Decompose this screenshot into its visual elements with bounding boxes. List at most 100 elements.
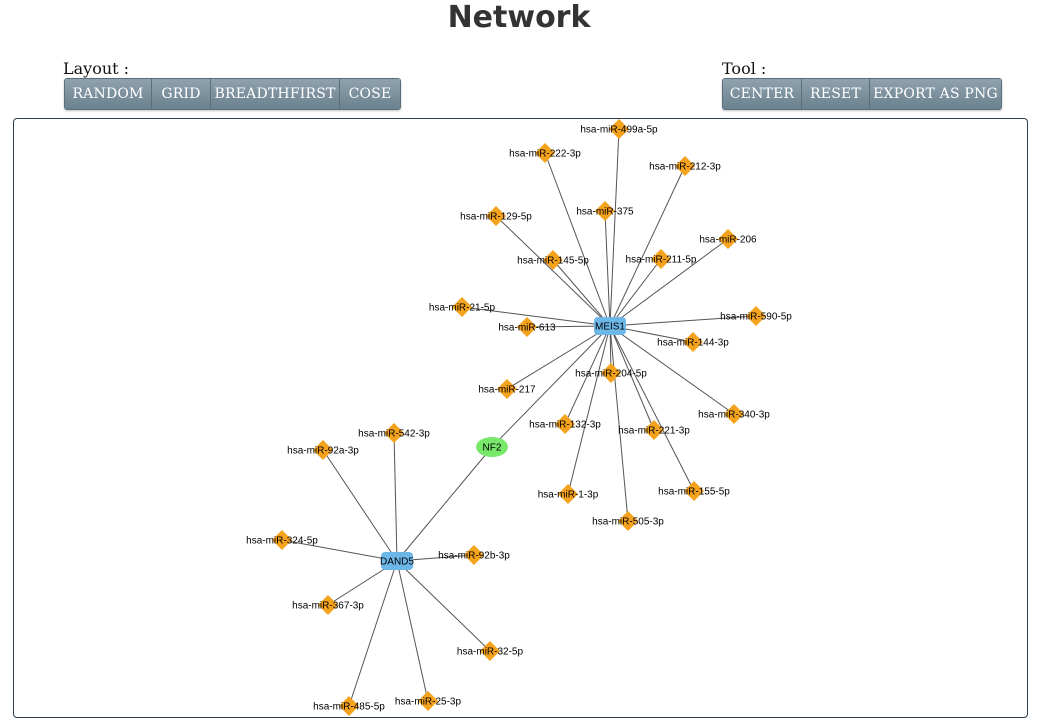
node-m212[interactable]: hsa-miR-212-3p	[649, 156, 721, 176]
node-m367[interactable]: hsa-miR-367-3p	[292, 595, 364, 615]
edge-MEIS1-m155	[609, 325, 695, 492]
mirna-diamond-icon[interactable]	[595, 201, 615, 221]
mirna-diamond-icon[interactable]	[609, 119, 629, 139]
node-m613[interactable]: hsa-miR-613	[498, 317, 556, 337]
node-m25[interactable]: hsa-miR-25-3p	[395, 691, 462, 711]
mirna-diamond-icon[interactable]	[464, 545, 484, 565]
mirna-diamond-icon[interactable]	[318, 595, 338, 615]
edge-MEIS1-m1	[567, 325, 611, 495]
mirna-diamond-icon[interactable]	[683, 332, 703, 352]
mirna-diamond-icon[interactable]	[651, 249, 671, 269]
node-m132[interactable]: hsa-miR-132-3p	[529, 414, 601, 434]
edge-MEIS1-m21	[461, 306, 611, 327]
node-m221[interactable]: hsa-miR-221-3p	[618, 420, 690, 440]
mirna-diamond-icon[interactable]	[601, 363, 621, 383]
export-png-button[interactable]: EXPORT AS PNG	[870, 78, 1002, 110]
node-label: hsa-miR-367-3p	[292, 601, 364, 612]
mirna-diamond-icon[interactable]	[543, 250, 563, 270]
center-button[interactable]: CENTER	[722, 78, 802, 110]
mirna-diamond-icon[interactable]	[517, 317, 537, 337]
node-m204[interactable]: hsa-miR-204-5p	[575, 363, 647, 383]
node-m32[interactable]: hsa-miR-32-5p	[457, 641, 524, 661]
edge-MEIS1-NF2	[491, 325, 611, 448]
node-m155[interactable]: hsa-miR-155-5p	[658, 481, 730, 501]
node-m1[interactable]: hsa-miR-1-3p	[538, 484, 599, 504]
tool-button-group: CENTER RESET EXPORT AS PNG	[722, 78, 1002, 110]
node-label: hsa-miR-542-3p	[358, 429, 430, 440]
node-label: hsa-miR-340-3p	[698, 410, 770, 421]
edge-MEIS1-m221	[609, 325, 655, 431]
node-m590[interactable]: hsa-miR-590-5p	[720, 306, 792, 326]
node-label: hsa-miR-92a-3p	[287, 446, 359, 457]
mirna-diamond-icon[interactable]	[746, 306, 766, 326]
mirna-diamond-icon[interactable]	[644, 420, 664, 440]
node-m324[interactable]: hsa-miR-324-5p	[246, 530, 318, 550]
node-m206[interactable]: hsa-miR-206	[699, 229, 757, 249]
edge-DAND5-m542	[393, 432, 398, 562]
mirna-diamond-icon[interactable]	[718, 229, 738, 249]
mirna-diamond-icon[interactable]	[272, 530, 292, 550]
mirna-diamond-icon[interactable]	[535, 143, 555, 163]
node-label: hsa-miR-144-3p	[657, 338, 729, 349]
mirna-diamond-icon[interactable]	[724, 404, 744, 424]
node-m92b[interactable]: hsa-miR-92b-3p	[438, 545, 510, 565]
reset-button[interactable]: RESET	[802, 78, 870, 110]
mirna-diamond-icon[interactable]	[384, 423, 404, 443]
node-dand5[interactable]: DAND5	[380, 552, 414, 570]
edge-MEIS1-m211	[609, 258, 662, 327]
mirna-diamond-icon[interactable]	[684, 481, 704, 501]
node-m340[interactable]: hsa-miR-340-3p	[698, 404, 770, 424]
mirna-diamond-icon[interactable]	[339, 696, 359, 716]
grid-layout-button[interactable]: GRID	[152, 78, 211, 110]
mirna-diamond-icon[interactable]	[486, 206, 506, 226]
node-label: hsa-miR-129-5p	[460, 212, 532, 223]
node-m222[interactable]: hsa-miR-222-3p	[509, 143, 581, 163]
node-label: hsa-miR-32-5p	[457, 647, 524, 658]
node-label: hsa-miR-92b-3p	[438, 551, 510, 562]
node-m144[interactable]: hsa-miR-144-3p	[657, 332, 729, 352]
mirna-diamond-icon[interactable]	[555, 414, 575, 434]
edge-MEIS1-m375	[604, 210, 611, 327]
edge-NF2-DAND5	[396, 446, 493, 562]
node-nf2[interactable]: NF2	[476, 437, 508, 457]
edge-MEIS1-m217	[506, 325, 611, 390]
node-m375[interactable]: hsa-miR-375	[576, 201, 634, 221]
node-m145[interactable]: hsa-miR-145-5p	[517, 250, 589, 270]
node-m129[interactable]: hsa-miR-129-5p	[460, 206, 532, 226]
node-label: hsa-miR-324-5p	[246, 536, 318, 547]
edge-MEIS1-m505	[609, 325, 629, 522]
random-layout-button[interactable]: RANDOM	[64, 78, 152, 110]
gene-rect-icon[interactable]	[381, 552, 413, 570]
mirna-diamond-icon[interactable]	[480, 641, 500, 661]
node-m211[interactable]: hsa-miR-211-5p	[626, 249, 697, 269]
mirna-diamond-icon[interactable]	[558, 484, 578, 504]
node-label: hsa-miR-505-3p	[592, 517, 664, 528]
node-m542[interactable]: hsa-miR-542-3p	[358, 423, 430, 443]
node-meis1[interactable]: MEIS1	[594, 317, 626, 335]
edge-MEIS1-m145	[552, 259, 611, 327]
node-m505[interactable]: hsa-miR-505-3p	[592, 511, 664, 531]
node-m92a[interactable]: hsa-miR-92a-3p	[287, 440, 359, 460]
tool-label: Tool :	[722, 59, 767, 78]
node-label: hsa-miR-375	[576, 207, 634, 218]
node-label: hsa-miR-145-5p	[517, 256, 589, 267]
node-label: hsa-miR-25-3p	[395, 697, 462, 708]
gene-rect-icon[interactable]	[594, 317, 626, 335]
node-m485[interactable]: hsa-miR-485-5p	[313, 696, 385, 716]
hub-ellipse-icon[interactable]	[476, 437, 508, 457]
mirna-diamond-icon[interactable]	[452, 297, 472, 317]
node-label: hsa-miR-217	[478, 385, 536, 396]
mirna-diamond-icon[interactable]	[497, 379, 517, 399]
node-m499a[interactable]: hsa-miR-499a-5p	[580, 119, 658, 139]
mirna-diamond-icon[interactable]	[313, 440, 333, 460]
cose-layout-button[interactable]: COSE	[340, 78, 401, 110]
mirna-diamond-icon[interactable]	[675, 156, 695, 176]
mirna-diamond-icon[interactable]	[418, 691, 438, 711]
breadthfirst-layout-button[interactable]: BREADTHFIRST	[211, 78, 340, 110]
node-m217[interactable]: hsa-miR-217	[478, 379, 536, 399]
node-m21[interactable]: hsa-miR-21-5p	[429, 297, 496, 317]
mirna-diamond-icon[interactable]	[618, 511, 638, 531]
